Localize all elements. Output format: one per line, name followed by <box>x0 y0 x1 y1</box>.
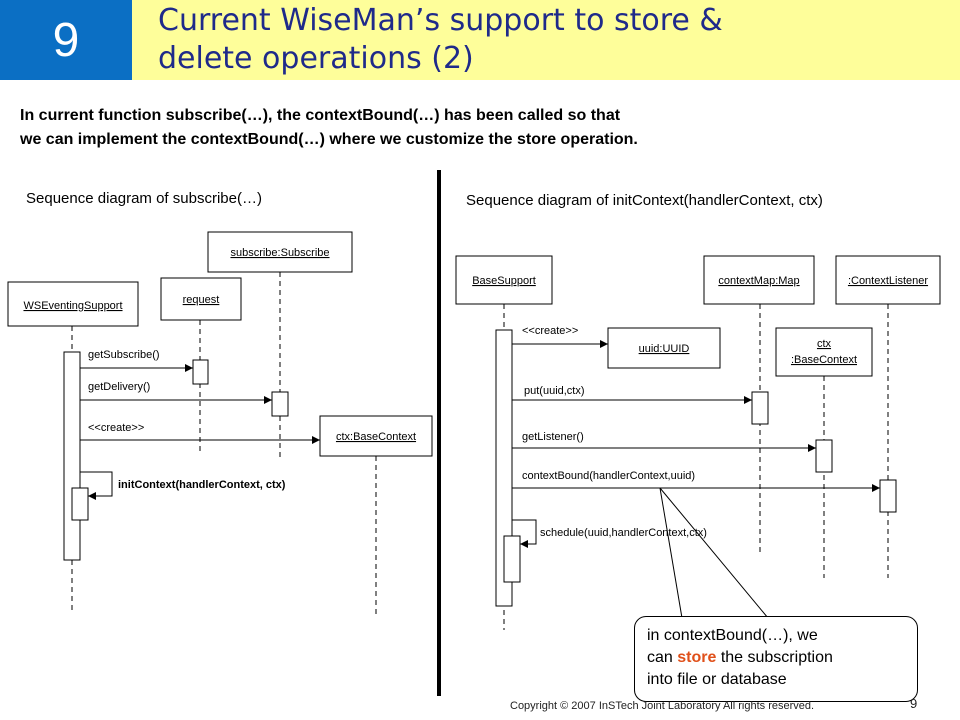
right-message-label-5: schedule(uuid,handlerContext,ctx) <box>540 527 707 539</box>
object-ctx2: ctx :BaseContext <box>775 327 873 377</box>
object-listener: :ContextListener <box>835 255 941 305</box>
activation-base-self <box>503 535 521 583</box>
activation-ws-self <box>71 487 89 521</box>
callout-pointer-right <box>659 487 769 619</box>
object-ctx2-label-line1: ctx <box>817 338 832 350</box>
object-base: BaseSupport <box>455 255 553 305</box>
activation-request <box>192 359 209 385</box>
intro-text: In current function subscribe(…), the co… <box>20 104 920 152</box>
page-number: 9 <box>910 696 918 711</box>
right-message-label-2: put(uuid,ctx) <box>524 385 585 397</box>
left-message-label-2: getDelivery() <box>88 381 150 393</box>
object-uuid-label: uuid:UUID <box>639 343 690 355</box>
note-line2: can store the subscription <box>647 647 905 669</box>
left-self-message-arrow <box>80 471 113 500</box>
object-map: contextMap:Map <box>703 255 815 305</box>
object-ws-label: WSEventingSupport <box>23 300 122 312</box>
object-ws: WSEventingSupport <box>7 281 139 327</box>
object-subscribe-label: subscribe:Subscribe <box>230 247 329 259</box>
right-self-message-arrow <box>512 519 537 548</box>
left-message-label-1: getSubscribe() <box>88 349 160 361</box>
slide-title-line2: delete operations (2) <box>158 41 474 76</box>
slide-title: Current WiseMan’s support to store & del… <box>158 2 938 78</box>
note-line2-end: the subscription <box>716 649 833 666</box>
right-message-label-4: contextBound(handlerContext,uuid) <box>522 470 695 482</box>
object-base-label: BaseSupport <box>472 275 536 287</box>
activation-map <box>751 391 769 425</box>
note-line3: into file or database <box>647 671 787 688</box>
object-map-label: contextMap:Map <box>718 275 799 287</box>
note-line1: in contextBound(…), we <box>647 627 818 644</box>
object-ctx-label: ctx:BaseContext <box>336 431 416 443</box>
slide-title-line1: Current WiseMan’s support to store & <box>158 3 723 38</box>
right-message-label-1: <<create>> <box>522 325 578 337</box>
right-message-label-3: getListener() <box>522 431 584 443</box>
right-sequence-diagram: BaseSupport contextMap:Map :ContextListe… <box>455 255 941 630</box>
left-diagram-heading: Sequence diagram of subscribe(…) <box>26 190 262 207</box>
note-line2-start: can <box>647 649 678 666</box>
object-request: request <box>160 277 242 321</box>
object-request-label: request <box>183 294 220 306</box>
callout-pointer-left <box>659 487 683 619</box>
activation-ctx2 <box>815 439 833 473</box>
right-diagram-heading: Sequence diagram of initContext(handlerC… <box>466 192 823 209</box>
copyright-text: Copyright © 2007 InSTech Joint Laborator… <box>510 700 815 712</box>
activation-ws <box>63 351 81 561</box>
intro-line2: we can implement the contextBound(…) whe… <box>20 131 638 148</box>
slide-number: 9 <box>52 13 80 67</box>
activation-subscribe <box>271 391 289 417</box>
object-listener-label: :ContextListener <box>848 275 928 287</box>
title-bar <box>132 0 960 80</box>
left-message-label-4: initContext(handlerContext, ctx) <box>118 479 286 491</box>
object-ctx: ctx:BaseContext <box>319 415 433 457</box>
callout-note: in contextBound(…), we can store the sub… <box>634 616 918 702</box>
object-subscribe: subscribe:Subscribe <box>207 231 353 273</box>
section-divider <box>437 170 441 696</box>
left-message-label-3: <<create>> <box>88 422 144 434</box>
activation-listener <box>879 479 897 513</box>
note-highlight-word: store <box>677 649 717 666</box>
intro-line1: In current function subscribe(…), the co… <box>20 107 621 124</box>
left-sequence-diagram: WSEventingSupport request subscribe:Subs… <box>7 231 433 614</box>
object-uuid: uuid:UUID <box>607 327 721 369</box>
object-ctx2-label-line2: :BaseContext <box>791 354 857 366</box>
slide-number-box: 9 <box>0 0 132 80</box>
